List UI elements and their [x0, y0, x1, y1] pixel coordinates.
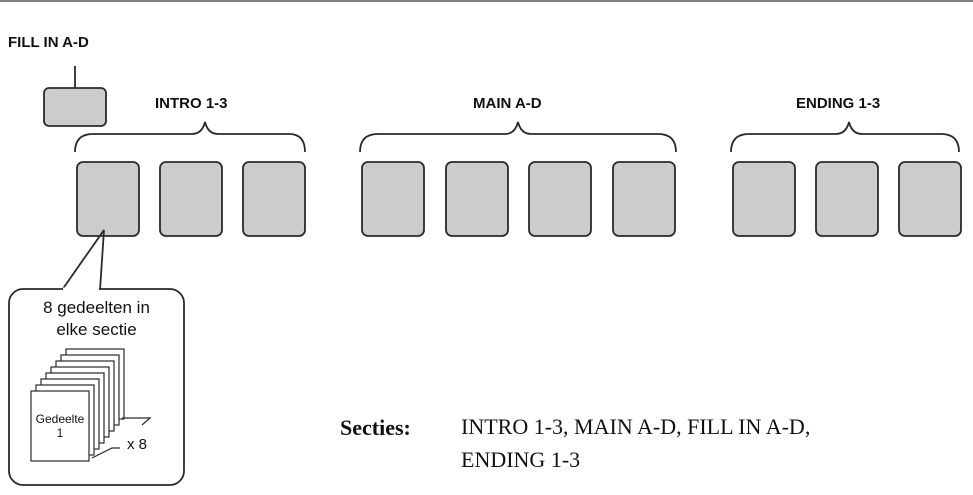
callout-text: 8 gedeelten in elke sectie: [9, 297, 184, 341]
caption-line-1: INTRO 1-3, MAIN A-D, FILL IN A-D,: [461, 414, 811, 439]
multiplier-label: x 8: [127, 436, 148, 453]
main-pad-b: [445, 161, 509, 237]
callout-line-2: elke sectie: [56, 320, 137, 339]
intro-pad-2: [159, 161, 223, 237]
ending-pad-3: [898, 161, 962, 237]
main-label: MAIN A-D: [473, 95, 542, 112]
ending-pad-2: [815, 161, 879, 237]
intro-label: INTRO 1-3: [155, 95, 228, 112]
callout-pointer-right: [99, 229, 105, 291]
callout-line-1: 8 gedeelten in: [43, 298, 150, 317]
multiplier-bracket-top: [122, 417, 152, 426]
main-pad-a: [361, 161, 425, 237]
card-stack: [30, 348, 125, 462]
ending-brace: [730, 121, 960, 153]
card-label: Gedeelte 1: [31, 412, 89, 440]
multiplier-bracket-bottom: [91, 447, 120, 459]
fill-in-pad: [43, 87, 107, 127]
intro-pad-3: [242, 161, 306, 237]
caption-line-2: ENDING 1-3: [461, 447, 581, 472]
main-pad-c: [528, 161, 592, 237]
card-label-line-1: Gedeelte: [35, 412, 85, 426]
main-pad-d: [612, 161, 676, 237]
ending-label: ENDING 1-3: [796, 95, 881, 112]
fill-in-label: FILL IN A-D: [8, 34, 89, 51]
intro-brace: [74, 121, 306, 153]
ending-pad-1: [732, 161, 796, 237]
callout-pointer-left: [61, 229, 105, 291]
intro-pad-1: [76, 161, 140, 237]
card-label-line-2: 1: [56, 426, 64, 440]
caption-label: Secties:: [340, 415, 411, 440]
main-brace: [359, 121, 677, 153]
